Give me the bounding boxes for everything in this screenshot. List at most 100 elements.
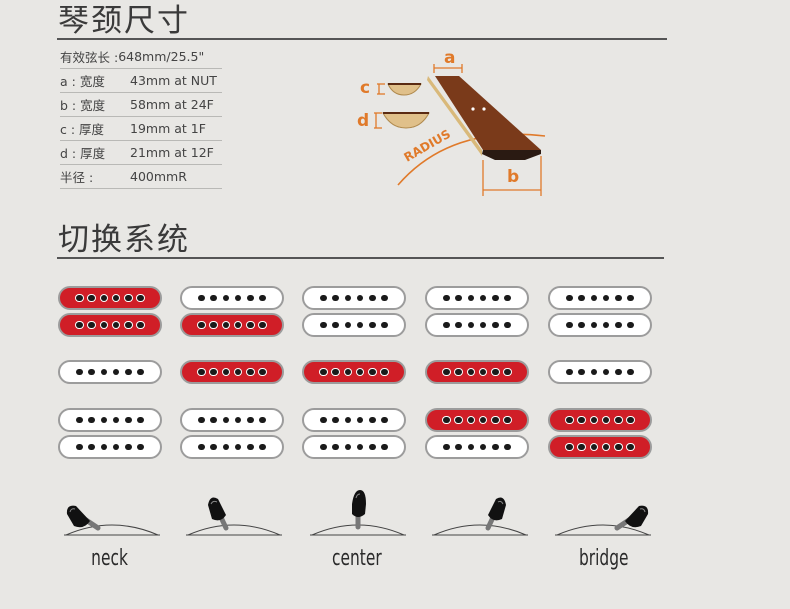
bridge-humbucker-coil xyxy=(425,435,529,459)
position-label-bridge: bridge xyxy=(578,546,629,571)
pole-piece xyxy=(504,443,511,451)
pole-piece xyxy=(356,443,364,451)
pole-piece xyxy=(100,294,108,302)
pole-piece xyxy=(443,294,450,302)
pole-piece xyxy=(76,321,83,329)
pole-piece xyxy=(125,443,132,451)
pole-piece xyxy=(198,294,205,302)
middle-single-coil xyxy=(425,360,529,384)
pole-piece xyxy=(566,294,573,302)
neck-humbucker-coil xyxy=(425,286,529,310)
pole-piece xyxy=(479,368,487,376)
pole-piece xyxy=(627,321,634,329)
spec-label: d : 厚度 xyxy=(60,146,106,161)
pole-piece xyxy=(234,443,242,451)
pole-piece xyxy=(602,294,610,302)
pole-piece xyxy=(100,368,108,376)
pole-piece xyxy=(369,321,376,329)
pole-piece xyxy=(198,368,205,376)
pole-piece xyxy=(76,416,83,424)
neck-side xyxy=(427,76,482,156)
pole-piece xyxy=(234,368,242,376)
pole-piece xyxy=(125,321,132,329)
pole-piece xyxy=(381,416,388,424)
bridge-humbucker-coil xyxy=(302,435,406,459)
pole-piece xyxy=(125,294,132,302)
pole-piece xyxy=(566,443,573,451)
spec-value: 648mm/25.5" xyxy=(118,49,205,64)
pole-piece xyxy=(492,294,499,302)
pole-piece xyxy=(504,368,511,376)
spec-row-width-nut: a : 宽度 43mm at NUT xyxy=(60,69,222,93)
pole-piece xyxy=(369,443,376,451)
pole-piece xyxy=(344,294,352,302)
pole-piece xyxy=(590,321,598,329)
pole-piece xyxy=(356,368,364,376)
middle-single-coil xyxy=(302,360,406,384)
pole-piece xyxy=(627,294,634,302)
bridge-humbucker-coil xyxy=(58,435,162,459)
spec-row-radius: 半径 : 400mmR xyxy=(60,165,222,189)
pole-piece xyxy=(88,416,95,424)
middle-single-coil xyxy=(58,360,162,384)
pole-piece xyxy=(332,416,339,424)
pole-piece xyxy=(344,443,352,451)
switch-bridge-icon xyxy=(555,505,651,536)
pole-piece xyxy=(320,321,327,329)
spec-value: 400mmR xyxy=(130,169,187,184)
pole-piece xyxy=(627,443,634,451)
pole-piece xyxy=(504,416,511,424)
profile-c xyxy=(387,83,422,96)
neck-end xyxy=(482,150,541,160)
neck-humbucker-coil xyxy=(548,286,652,310)
pole-piece xyxy=(356,416,364,424)
pole-piece xyxy=(455,321,462,329)
pole-piece xyxy=(492,443,499,451)
pole-piece xyxy=(320,443,327,451)
pole-piece xyxy=(210,368,217,376)
pole-piece xyxy=(566,416,573,424)
spec-label: 有效弦长 : xyxy=(60,50,119,65)
fret-marker xyxy=(471,107,475,111)
pole-piece xyxy=(369,368,376,376)
pole-piece xyxy=(259,294,266,302)
pole-piece xyxy=(627,416,634,424)
neck-humbucker-coil xyxy=(180,286,284,310)
pole-piece xyxy=(381,368,388,376)
pole-piece xyxy=(210,294,217,302)
pole-piece xyxy=(88,443,95,451)
pole-piece xyxy=(615,443,622,451)
pole-piece xyxy=(112,443,120,451)
neck-fretboard xyxy=(435,76,541,150)
middle-single-coil xyxy=(548,360,652,384)
pole-piece xyxy=(602,416,610,424)
neck-dimensions-title: 琴颈尺寸 xyxy=(58,3,190,39)
pole-piece xyxy=(198,443,205,451)
spec-value: 21mm at 12F xyxy=(130,145,214,160)
pole-piece xyxy=(210,416,217,424)
pole-piece xyxy=(455,443,462,451)
pole-piece xyxy=(88,294,95,302)
pole-piece xyxy=(100,443,108,451)
spec-row-width-24f: b : 宽度 58mm at 24F xyxy=(60,93,222,117)
pole-piece xyxy=(356,321,364,329)
spec-label: c : 厚度 xyxy=(60,122,105,137)
pole-piece xyxy=(100,416,108,424)
neck-humbucker-coil xyxy=(425,313,529,337)
pole-piece xyxy=(137,368,144,376)
bridge-humbucker-coil xyxy=(180,408,284,432)
pole-piece xyxy=(443,321,450,329)
pole-piece xyxy=(578,416,585,424)
pole-piece xyxy=(332,368,339,376)
pole-piece xyxy=(76,443,83,451)
pole-piece xyxy=(492,321,499,329)
pole-piece xyxy=(381,321,388,329)
pole-piece xyxy=(602,321,610,329)
pole-piece xyxy=(222,294,230,302)
position-label-neck: neck xyxy=(91,546,128,571)
pole-piece xyxy=(590,416,598,424)
position-label-center: center xyxy=(332,546,382,571)
spec-row-thickness-12f: d : 厚度 21mm at 12F xyxy=(60,141,222,165)
pole-piece xyxy=(590,294,598,302)
pole-piece xyxy=(369,294,376,302)
